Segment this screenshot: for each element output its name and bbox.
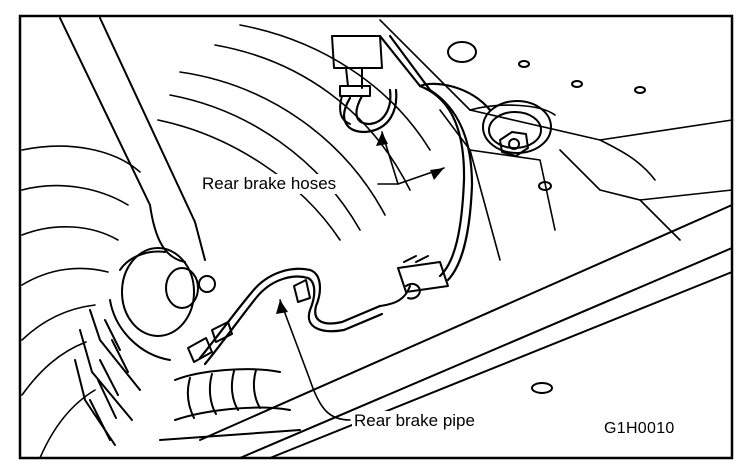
floor-panel [379,19,733,261]
leader-arrowheads [276,132,444,314]
figure-frame [18,14,734,460]
hose-bracket [379,255,449,307]
figure-code: G1H0010 [604,420,675,437]
stabilizer-arm [59,17,206,263]
pipe-fittings [187,279,421,363]
wheel-well-arcs [21,24,431,459]
rear-brake-pipe-label: Rear brake pipe [352,411,477,431]
bushing-nut [482,100,552,157]
upper-connector [331,35,383,125]
knuckle-assembly [74,247,216,446]
rear-brake-hoses-label: Rear brake hoses [200,174,339,194]
rear-brake-hoses [343,34,492,282]
floor-holes [447,41,646,394]
cross-member [199,204,733,459]
rear-brake-pipe [198,267,384,366]
drive-shaft-boot [159,368,301,441]
